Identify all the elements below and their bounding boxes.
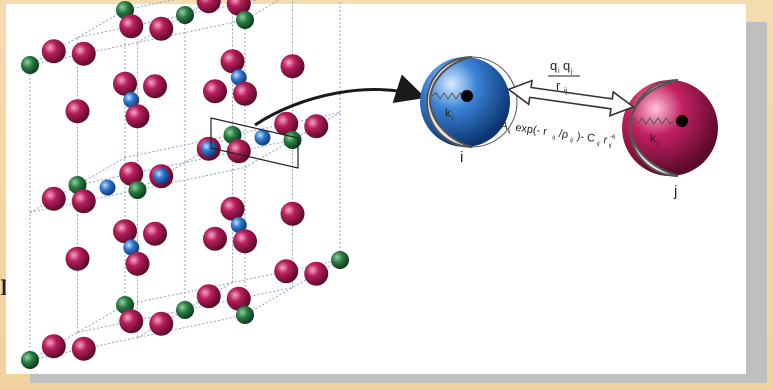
curved-arrow	[254, 74, 426, 127]
green-ion	[21, 56, 39, 74]
magenta-ion	[233, 81, 257, 106]
magenta-ion	[196, 284, 221, 309]
green-ion	[331, 251, 349, 269]
magenta-ion	[71, 336, 96, 361]
magenta-ion	[119, 14, 144, 39]
magenta-ion	[280, 201, 305, 226]
atom-i-label: i	[460, 149, 463, 166]
magenta-ion	[119, 161, 144, 186]
coulomb-formula: q i q j r ij	[548, 58, 580, 95]
blue-ion	[123, 239, 140, 256]
magenta-ion	[119, 309, 144, 334]
magenta-ion	[274, 111, 299, 136]
blue-ion	[230, 217, 247, 233]
bk-a: A	[500, 120, 510, 133]
blue-ion	[99, 179, 116, 196]
coulomb-q1-sub: i	[558, 68, 560, 75]
green-ion	[176, 301, 194, 319]
magenta-ion	[143, 74, 167, 99]
green-ion	[236, 11, 254, 29]
magenta-ion	[233, 229, 257, 254]
bk-d-sub: ij	[596, 141, 599, 147]
magenta-ion	[196, 0, 221, 14]
bk-c-sub: ij	[570, 137, 573, 143]
magenta-ion	[304, 261, 329, 286]
magenta-ion	[143, 221, 167, 246]
atom-i: k i i	[420, 56, 518, 166]
magenta-ion	[149, 16, 174, 41]
magenta-ion	[71, 189, 96, 214]
magenta-ion	[220, 49, 245, 74]
coulomb-q1: q	[550, 58, 557, 73]
atom-j-spring-label: k	[650, 131, 657, 145]
interaction-arrow	[506, 79, 636, 117]
magenta-ion	[203, 226, 227, 251]
magenta-ion	[203, 79, 227, 104]
blue-ion	[123, 92, 140, 108]
magenta-ion	[125, 251, 150, 276]
coulomb-q2: q	[563, 58, 570, 73]
magenta-ion	[280, 54, 305, 79]
bk-e: r	[603, 134, 609, 146]
blue-ion	[153, 168, 170, 185]
bk-b-sub: ij	[552, 135, 555, 141]
coulomb-r: r	[556, 78, 561, 93]
magenta-ion	[125, 104, 150, 129]
bk-b: exp(- r	[515, 122, 548, 138]
magenta-ion	[113, 71, 137, 96]
bk-e-sup: -6	[610, 134, 617, 141]
magenta-ion	[226, 139, 251, 164]
magenta-ion	[226, 286, 251, 311]
coulomb-q2-sub: j	[570, 68, 573, 75]
blue-ion	[230, 69, 247, 86]
magenta-ion	[304, 114, 329, 139]
green-ion	[283, 131, 302, 149]
magenta-ion	[41, 186, 66, 211]
ion-layer	[21, 0, 349, 369]
atom-j-label: j	[673, 183, 677, 200]
magenta-ion	[220, 196, 245, 221]
blue-ion	[200, 140, 217, 157]
atom-i-spring-sub: i	[452, 115, 454, 122]
magenta-ion	[113, 219, 137, 244]
magenta-ion	[41, 334, 66, 359]
atom-j-spring-sub: j	[656, 140, 659, 147]
bk-c: /ρ	[558, 128, 569, 141]
bk-e-sub: ij	[608, 143, 611, 149]
green-ion	[176, 6, 194, 24]
green-ion	[21, 351, 39, 369]
green-ion	[236, 306, 254, 324]
magenta-ion	[71, 41, 96, 66]
green-ion	[128, 181, 147, 199]
bk-d: )- C	[576, 130, 596, 144]
buckingham-formula: A ij exp(- r ij /ρ ij )- C ij r ij -6	[500, 120, 617, 150]
magenta-ion	[65, 246, 90, 271]
magenta-ion	[149, 311, 174, 336]
bk-a-sub: ij	[507, 129, 510, 135]
coulomb-r-sub: ij	[564, 88, 568, 95]
atom-i-spring-label: k	[445, 106, 452, 120]
magenta-ion	[41, 39, 66, 64]
blue-ion	[254, 129, 271, 146]
atom-j: k j j	[622, 79, 718, 200]
magenta-ion	[65, 99, 90, 124]
selection-box	[210, 117, 299, 169]
magenta-ion	[274, 259, 299, 284]
